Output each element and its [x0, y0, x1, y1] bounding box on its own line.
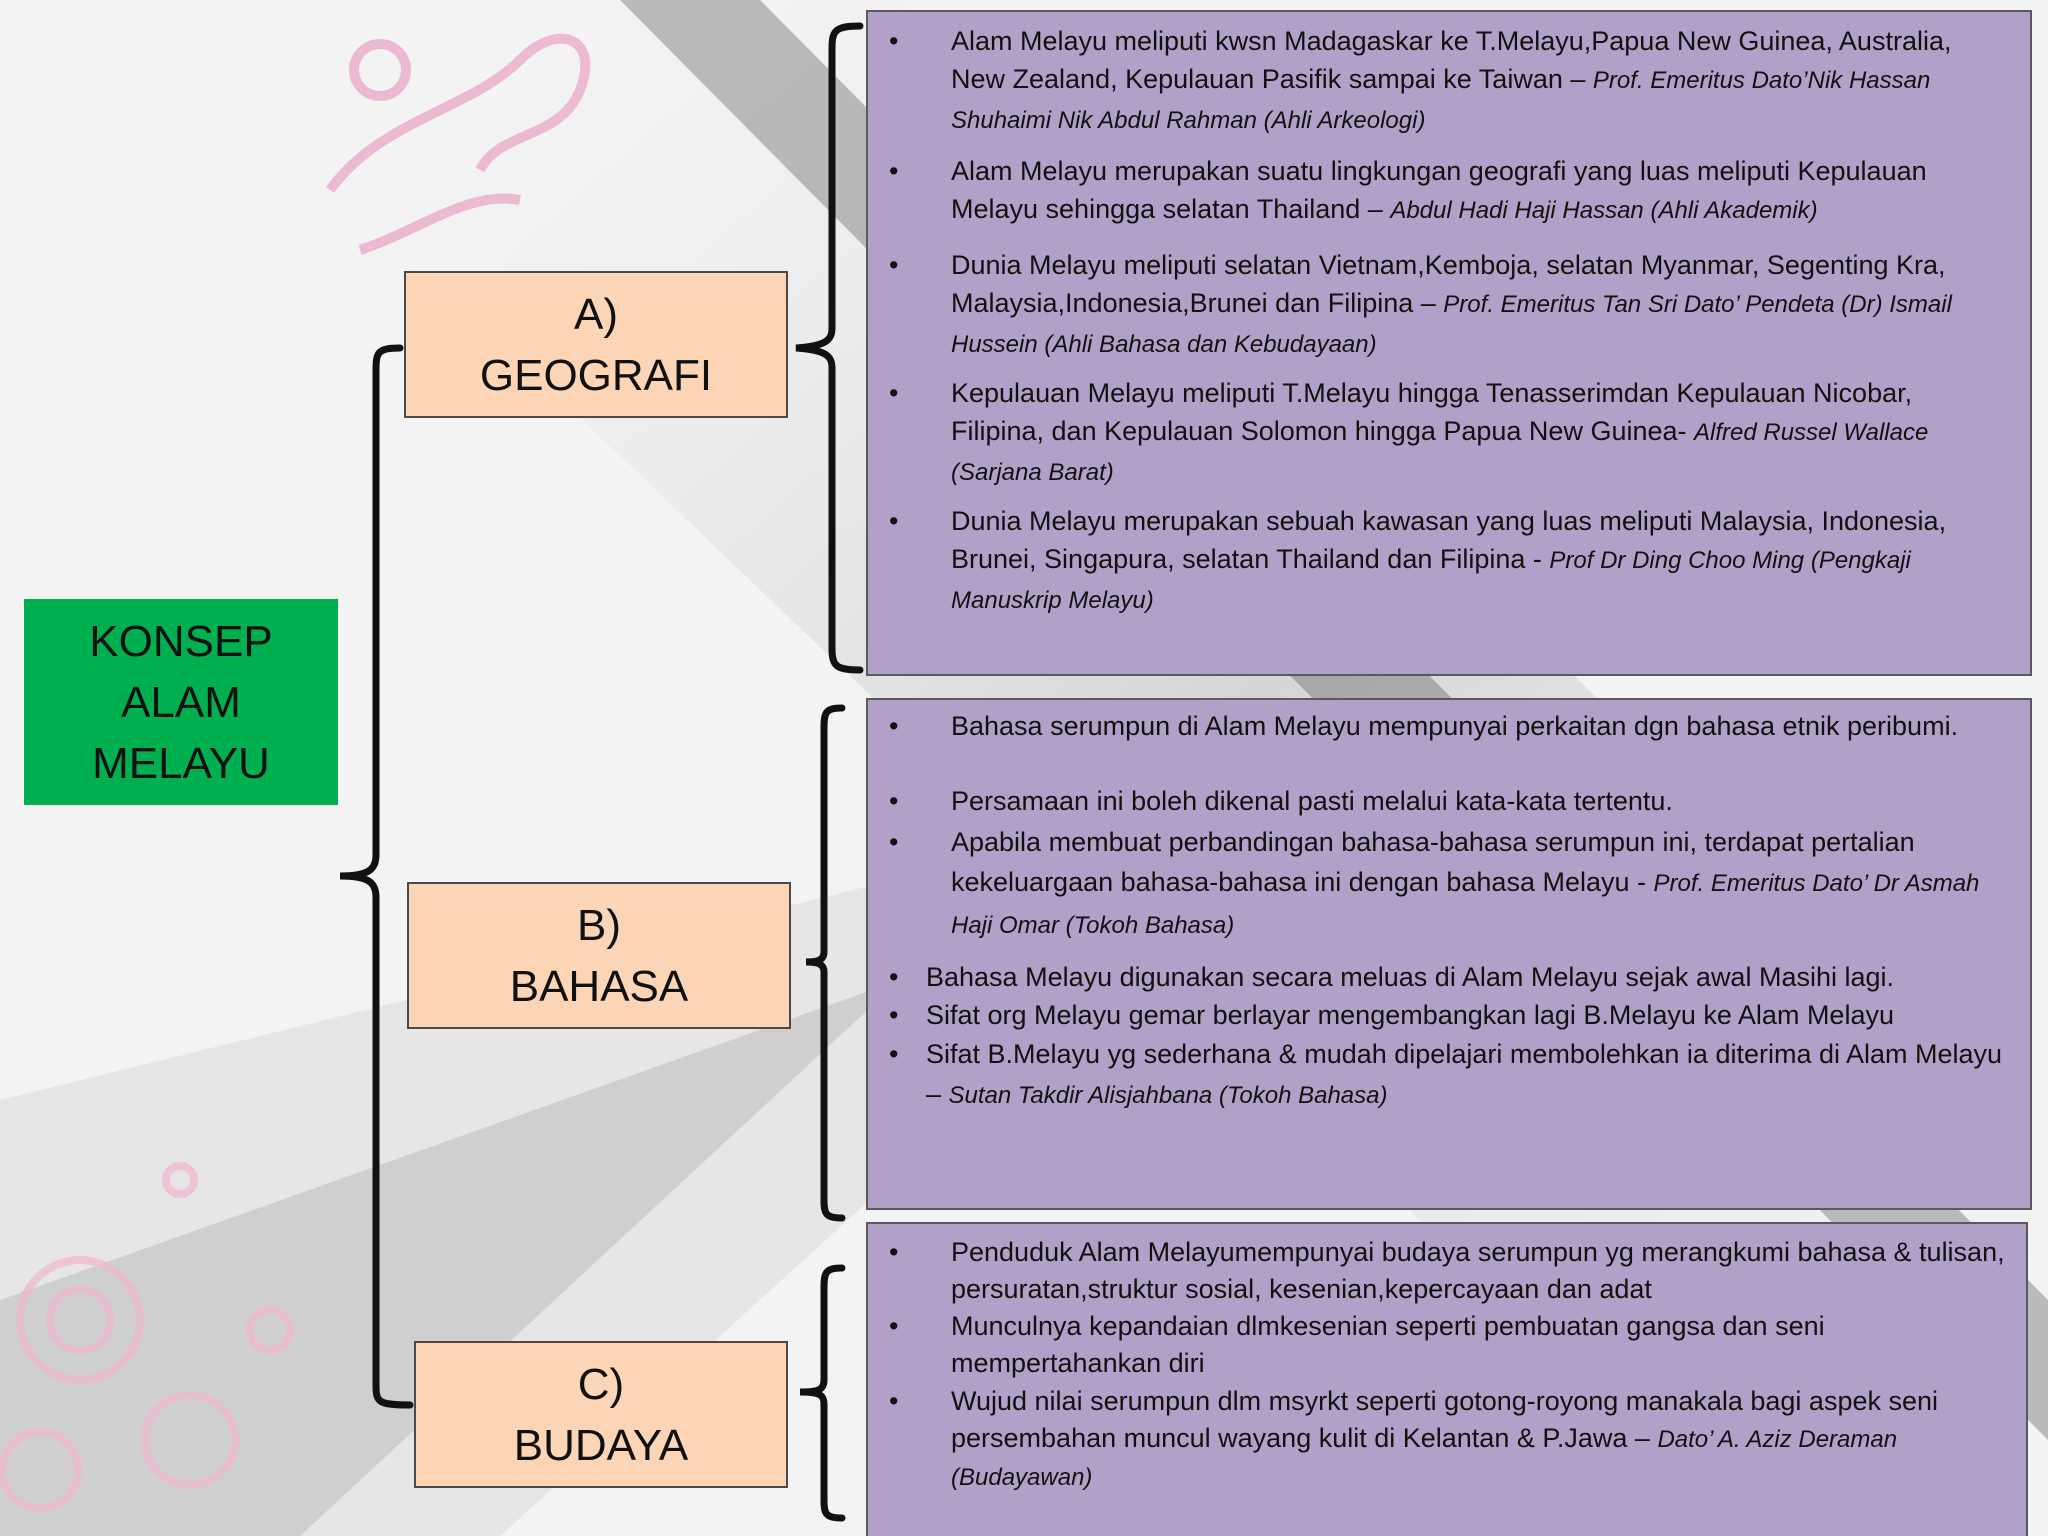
bullet: •: [889, 996, 898, 1034]
category-letter: A): [574, 284, 618, 345]
bullet: •: [889, 783, 898, 820]
bahasa-item: • Sifat org Melayu gemar berlayar mengem…: [926, 996, 2011, 1034]
category-name: GEOGRAFI: [480, 345, 712, 406]
bullet: •: [889, 1234, 898, 1271]
root-concept-box: KONSEP ALAM MELAYU: [24, 599, 338, 805]
bahasa-item: • Sifat B.Melayu yg sederhana & mudah di…: [926, 1034, 2011, 1116]
item-text: Persamaan ini boleh dikenal pasti melalu…: [951, 786, 1673, 816]
bahasa-item: • Apabila membuat perbandingan bahasa-ba…: [951, 822, 2011, 946]
bullet: •: [889, 958, 898, 996]
item-text: Penduduk Alam Melayumempunyai budaya ser…: [951, 1237, 2005, 1304]
root-line-2: ALAM: [89, 672, 272, 733]
bullet: •: [889, 708, 898, 745]
category-letter: B): [577, 895, 621, 956]
category-name: BAHASA: [510, 956, 689, 1017]
geografi-item: • Alam Melayu merupakan suatu lingkungan…: [951, 152, 2011, 230]
bullet: •: [889, 1383, 898, 1420]
bullet: •: [889, 1034, 898, 1074]
geografi-item: • Dunia Melayu merupakan sebuah kawasan …: [951, 502, 2011, 620]
bullet: •: [889, 822, 898, 862]
category-name: BUDAYA: [514, 1415, 688, 1476]
root-line-3: MELAYU: [89, 733, 272, 794]
budaya-item: • Munculnya kepandaian dlmkesenian seper…: [951, 1308, 2011, 1382]
bullet: •: [889, 246, 898, 284]
budaya-item: • Wujud nilai serumpun dlm msyrkt sepert…: [951, 1383, 2011, 1496]
budaya-item: • Penduduk Alam Melayumempunyai budaya s…: [951, 1234, 2011, 1308]
geografi-item: • Kepulauan Melayu meliputi T.Melayu hin…: [951, 374, 2011, 492]
bullet: •: [889, 502, 898, 540]
category-letter: C): [578, 1354, 624, 1415]
category-box-geografi: A) GEOGRAFI: [404, 271, 788, 418]
bullet: •: [889, 374, 898, 412]
bahasa-item: • Persamaan ini boleh dikenal pasti mela…: [951, 783, 2011, 820]
bullet: •: [889, 1308, 898, 1345]
bahasa-panel: [866, 698, 2032, 1210]
bullet: •: [889, 22, 898, 60]
geografi-item: • Alam Melayu meliputi kwsn Madagaskar k…: [951, 22, 2011, 140]
item-text: Bahasa Melayu digunakan secara meluas di…: [926, 962, 1894, 992]
category-box-bahasa: B) BAHASA: [407, 882, 791, 1029]
item-citation: Sutan Takdir Alisjahbana (Tokoh Bahasa): [949, 1082, 1388, 1109]
item-text: Munculnya kepandaian dlmkesenian seperti…: [951, 1311, 1825, 1378]
root-line-1: KONSEP: [89, 611, 272, 672]
item-citation: Abdul Hadi Haji Hassan (Ahli Akademik): [1390, 197, 1817, 224]
bahasa-item: • Bahasa serumpun di Alam Melayu mempuny…: [951, 708, 2011, 745]
item-text: Bahasa serumpun di Alam Melayu mempunyai…: [951, 711, 1958, 741]
bullet: •: [889, 152, 898, 190]
geografi-item: • Dunia Melayu meliputi selatan Vietnam,…: [951, 246, 2011, 364]
bahasa-item: • Bahasa Melayu digunakan secara meluas …: [926, 958, 2011, 996]
item-text: Sifat org Melayu gemar berlayar mengemba…: [926, 1000, 1894, 1030]
category-box-budaya: C) BUDAYA: [414, 1341, 788, 1488]
